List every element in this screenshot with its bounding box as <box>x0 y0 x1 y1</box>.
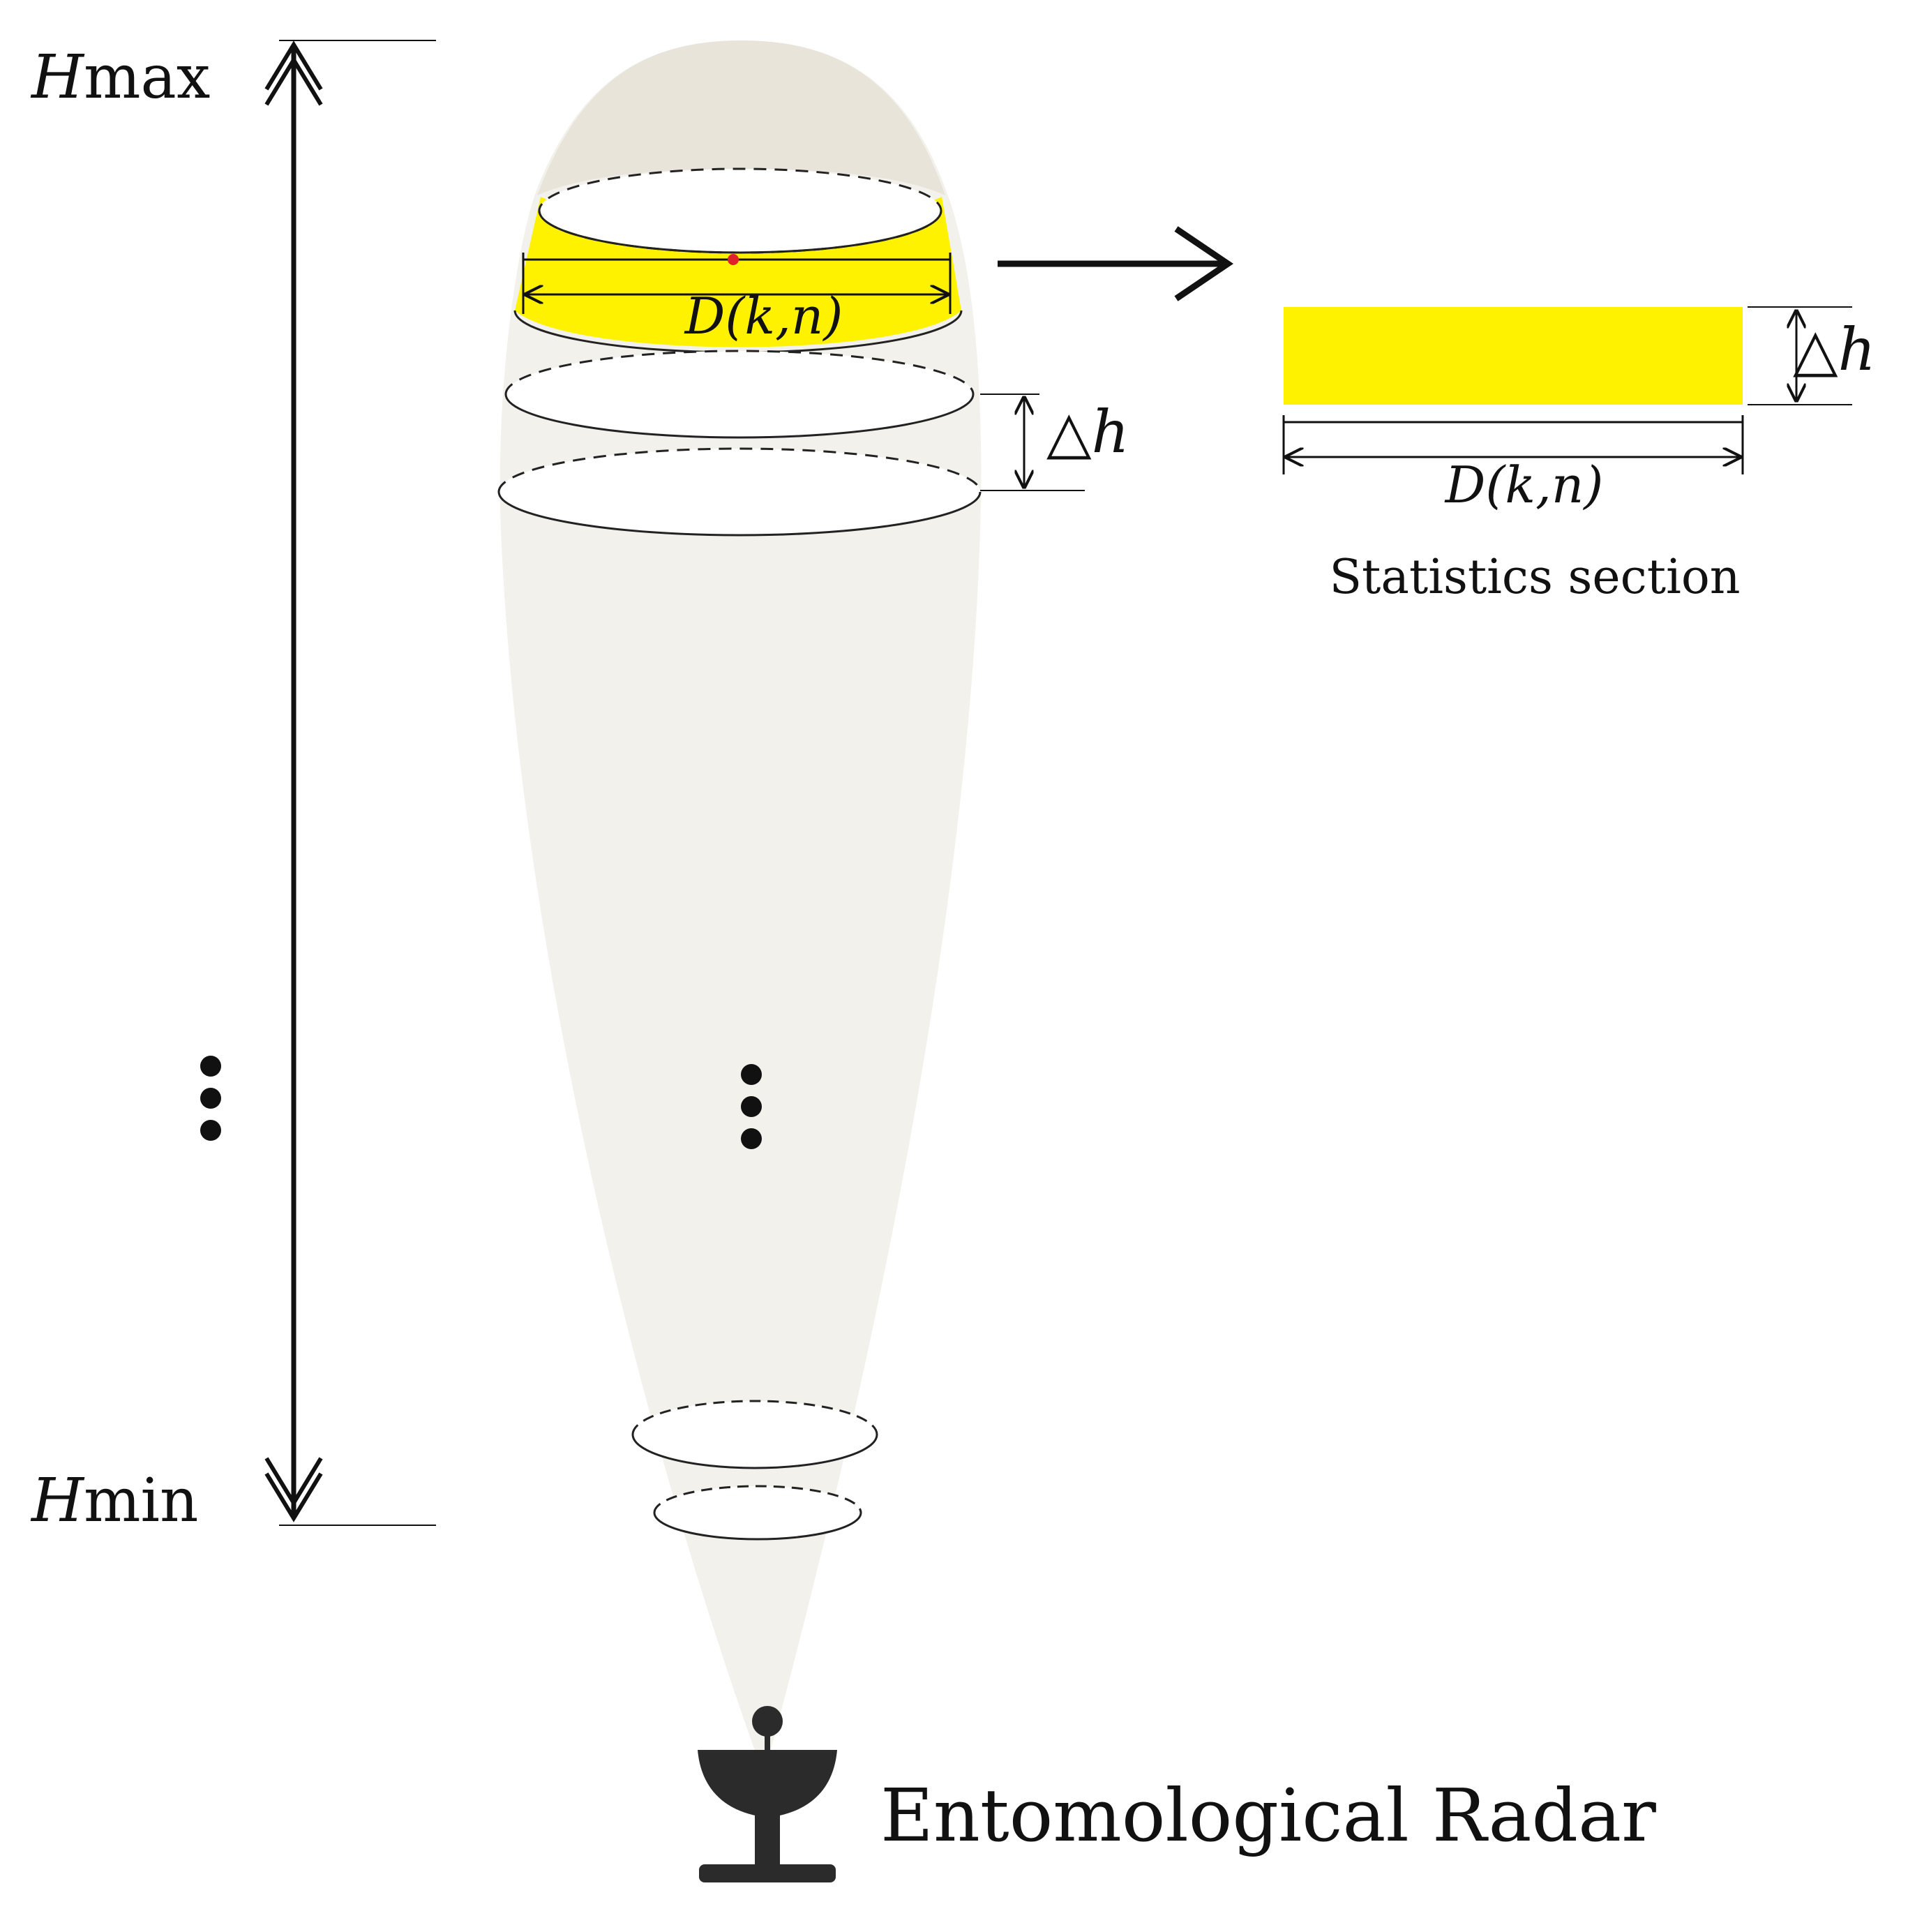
slice-ellipse <box>504 350 975 439</box>
height-range-axis: Hmax Hmin <box>30 40 436 1536</box>
vertical-ellipsis-icon <box>741 1064 762 1149</box>
h-min-label: Hmin <box>30 1466 198 1536</box>
delta-h-dimension: △h <box>980 394 1129 491</box>
statistics-section: △h D(k,n) Statistics section <box>1282 306 1876 605</box>
section-rectangle <box>1284 307 1743 405</box>
highlighted-section-band <box>513 167 963 354</box>
h-max-label: Hmax <box>30 43 210 112</box>
section-delta-h-label: △h <box>1793 315 1876 384</box>
section-arrow <box>998 226 1234 301</box>
arrow-down-icon <box>264 1457 323 1522</box>
center-point <box>728 254 739 265</box>
vertical-ellipsis-icon <box>200 1056 221 1141</box>
slice-ellipse <box>631 1400 878 1469</box>
slice-ellipse <box>653 1485 862 1541</box>
arrow-up-icon <box>264 40 323 106</box>
diameter-label: D(k,n) <box>684 287 843 345</box>
diameter-dimension: D(k,n) <box>522 253 952 345</box>
radar-label: Entomological Radar <box>880 1773 1656 1858</box>
radar-dish-icon <box>698 1706 837 1882</box>
slice-ellipses <box>497 350 982 1541</box>
slice-ellipse <box>497 447 982 537</box>
section-diameter-label: D(k,n) <box>1444 456 1604 514</box>
delta-h-label: △h <box>1046 398 1129 466</box>
section-caption: Statistics section <box>1329 550 1740 605</box>
beam-top-cap <box>537 40 945 195</box>
